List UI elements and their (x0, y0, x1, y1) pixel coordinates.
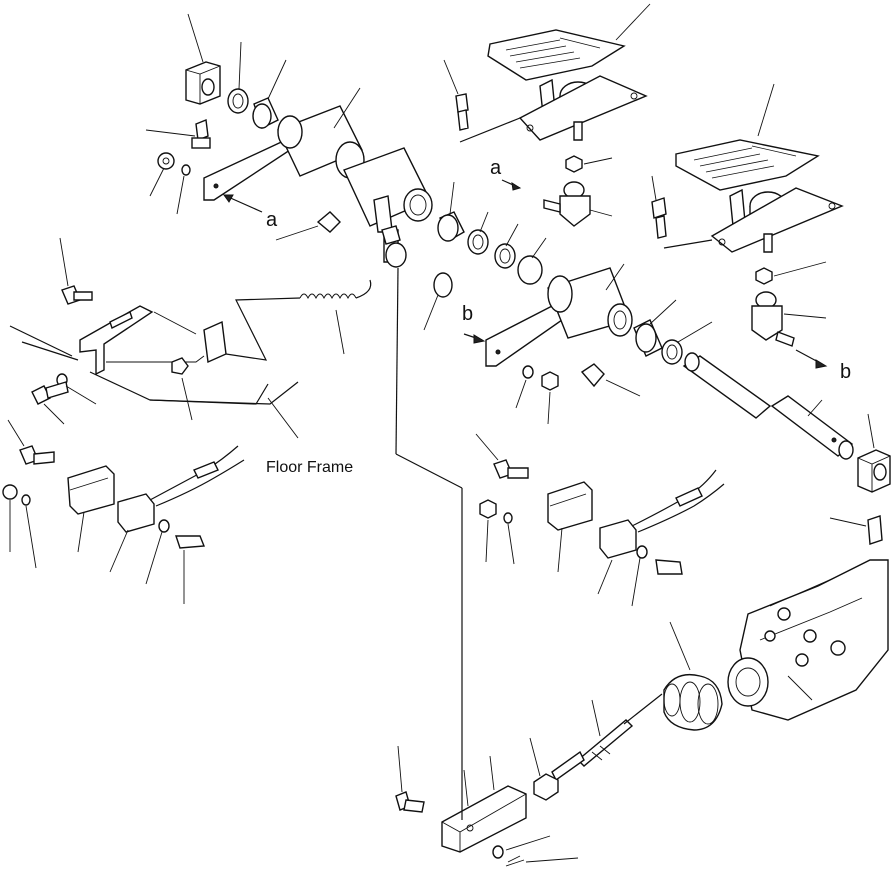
spacer-center (423, 272, 453, 331)
bushing-rings-right (633, 299, 713, 365)
ref-label-a-lower: a (490, 157, 502, 179)
mounting-block-right (857, 413, 891, 493)
actuator-rod (551, 693, 663, 782)
lever-bracket-center (373, 195, 407, 268)
shaft-arm-right: b (462, 263, 633, 367)
o-ring-upper-left (227, 41, 249, 114)
long-shaft (682, 352, 854, 460)
grease-fitting-left (275, 211, 341, 241)
washer-nut-right-shaft (515, 365, 559, 425)
limit-switch-left (109, 445, 245, 573)
ref-a-upper: a (223, 194, 278, 231)
nut-pedal-upper (565, 155, 613, 173)
bolt-right-block (829, 515, 883, 545)
clevis-joint-right: b (751, 291, 851, 383)
bushing-upper-left (252, 59, 287, 129)
bolt-upper-left (145, 119, 211, 149)
rubber-boot (663, 621, 723, 731)
bolt-pedal-upper (443, 59, 521, 143)
washer-bolt-left (31, 373, 97, 425)
washer-bolt-switch-center (631, 545, 683, 607)
washer-bolt-switch-left (145, 519, 206, 604)
nut-washer-switch-center (479, 499, 515, 565)
mounting-block-upper-left (185, 13, 221, 105)
nut-pedal-right (755, 261, 827, 285)
limit-switch-center (597, 469, 725, 595)
bolt-switch-left (7, 419, 55, 465)
nut-washer-switch-left (2, 484, 37, 569)
return-spring (225, 279, 372, 361)
nut-washer-upper-left (149, 152, 191, 215)
linkage-rod-lines (395, 267, 463, 820)
ref-label-b-right: b (840, 361, 851, 383)
spring-bracket-left (79, 305, 227, 376)
shaft-arm-left (203, 87, 433, 227)
switch-bracket-center (547, 481, 593, 573)
ref-label-b-left: b (462, 303, 473, 325)
grease-fitting-right (580, 363, 641, 397)
pedal-right (675, 83, 844, 253)
nut-left-bracket (171, 357, 193, 421)
floor-frame: Floor Frame (9, 325, 353, 476)
bolt-switch-center (475, 433, 529, 479)
washer-cotter-lower (492, 835, 579, 867)
pedal-upper (487, 3, 651, 141)
switch-bracket-left (67, 465, 115, 553)
bushing-rings-center (437, 181, 547, 285)
floor-frame-label: Floor Frame (266, 459, 353, 476)
pin-lower (395, 745, 425, 813)
ref-a-lower: a (490, 157, 522, 191)
bolt-pedal-right (651, 175, 713, 249)
locknut (529, 737, 559, 801)
ref-label-a-upper: a (266, 209, 278, 231)
clevis-joint-upper (543, 181, 613, 227)
bolt-left-bracket (59, 237, 93, 305)
control-valve-body (727, 559, 889, 721)
clevis-lower (441, 755, 527, 853)
